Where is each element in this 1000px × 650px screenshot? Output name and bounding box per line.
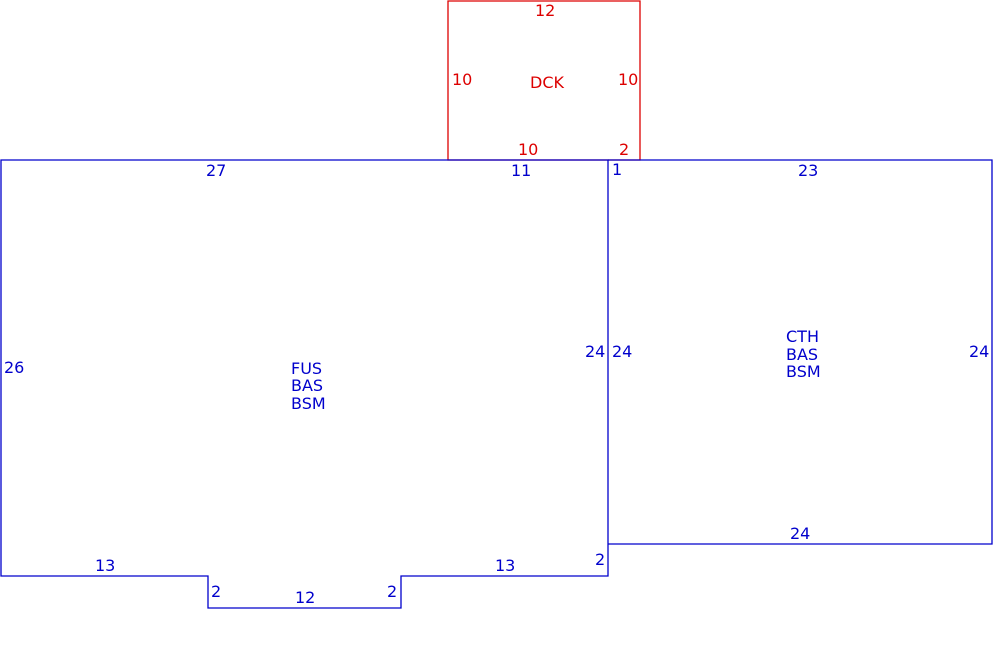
deck-area-code: DCK [530,73,564,92]
main-dim-top-a: 27 [206,161,226,180]
addition-area-code-1: CTH [786,327,819,346]
deck-dim-left: 10 [452,70,472,89]
addition-area-code-2: BAS [786,345,818,364]
addition-outline [608,159,993,545]
main-dim-notch-right: 2 [387,582,397,601]
main-dim-left: 26 [4,358,24,377]
deck-dim-bottom-a: 10 [518,140,538,159]
main-dim-top-b: 11 [511,161,531,180]
main-dim-notch-bottom: 12 [295,588,315,607]
addition-dim-left: 24 [612,342,632,361]
addition-dim-top-offset: 1 [612,160,622,179]
deck-dim-bottom-b: 2 [619,140,629,159]
main-dim-notch-left: 2 [211,582,221,601]
main-dim-right: 24 [585,342,605,361]
main-dim-bottom-right: 13 [495,556,515,575]
main-dim-corner-step: 2 [595,550,605,569]
main-area-code-1: FUS [291,359,322,378]
deck-dim-right: 10 [618,70,638,89]
main-house-outline [0,159,609,609]
addition-dim-right: 24 [969,342,989,361]
main-area-code-2: BAS [291,376,323,395]
addition-dim-top: 23 [798,161,818,180]
main-dim-bottom-left: 13 [95,556,115,575]
main-area-code-3: BSM [291,394,326,413]
addition-area-code-3: BSM [786,362,821,381]
deck-dim-top: 12 [535,1,555,20]
addition-dim-bottom: 24 [790,524,810,543]
